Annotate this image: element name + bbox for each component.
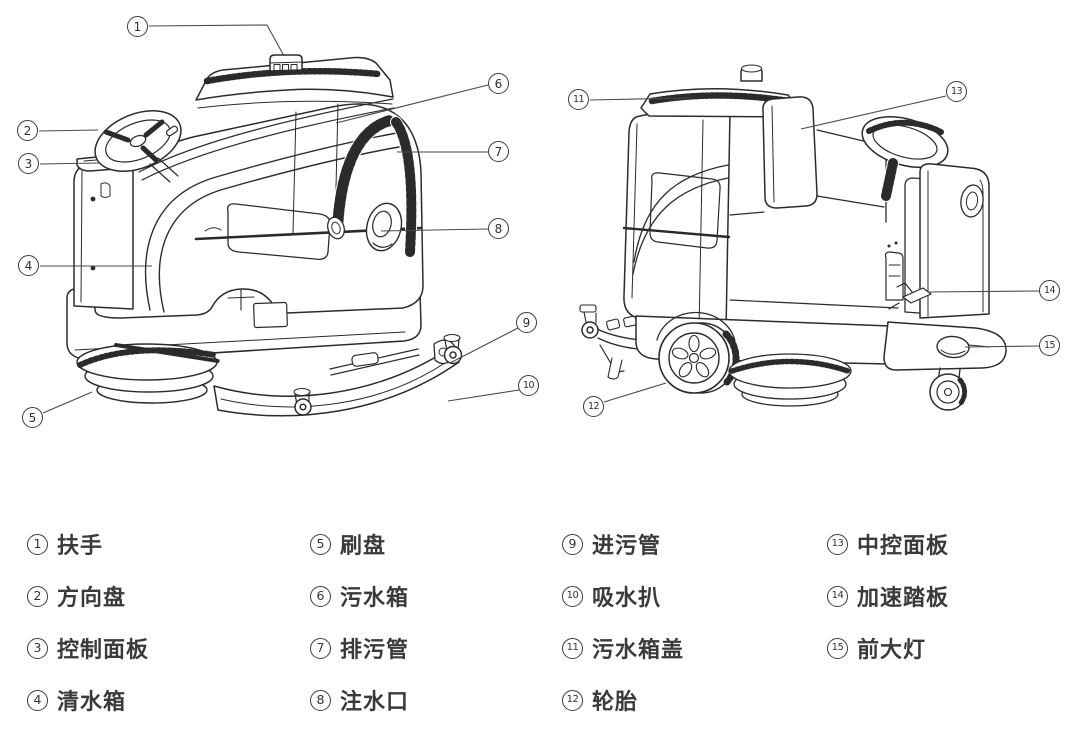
callout-5: 5 [22, 407, 43, 428]
legend-label-9: 进污管 [592, 534, 662, 559]
callout-4: 4 [18, 255, 39, 276]
legend-number-11: 11 [562, 637, 583, 659]
callout-11: 11 [568, 89, 589, 110]
legend-label-15: 前大灯 [857, 638, 927, 663]
callout-12: 12 [583, 396, 604, 417]
legend-label-4: 清水箱 [57, 690, 127, 715]
callout-7: 7 [488, 141, 509, 162]
legend-label-3: 控制面板 [57, 638, 150, 663]
legend-number-5: 5 [310, 533, 331, 555]
legend-label-7: 排污管 [340, 638, 410, 663]
legend-label-11: 污水箱盖 [592, 638, 685, 663]
legend-number-15: 15 [827, 637, 848, 659]
callout-1: 1 [127, 16, 148, 37]
legend-number-12: 12 [562, 689, 583, 711]
legend-item-5: 5 刷盘 [310, 529, 386, 559]
callout-9: 9 [516, 312, 537, 333]
legend-number-8: 8 [310, 689, 331, 711]
legend-item-9: 9 进污管 [562, 529, 661, 559]
legend-number-2: 2 [27, 585, 48, 607]
legend-label-13: 中控面板 [857, 534, 950, 559]
legend-number-10: 10 [562, 585, 583, 607]
machine-views-drawing [38, 24, 1041, 417]
callout-8: 8 [488, 218, 509, 239]
legend-label-5: 刷盘 [340, 534, 387, 559]
legend-number-13: 13 [827, 533, 848, 555]
legend-number-4: 4 [27, 689, 48, 711]
legend-item-13: 13 中控面板 [827, 529, 949, 559]
legend-label-6: 污水箱 [340, 586, 410, 611]
callout-3: 3 [18, 153, 39, 174]
legend-number-3: 3 [27, 637, 48, 659]
legend-number-9: 9 [562, 533, 583, 555]
legend-item-12: 12 轮胎 [562, 685, 638, 715]
legend-item-6: 6 污水箱 [310, 581, 409, 611]
callout-leader-lines [38, 24, 1041, 414]
callout-10: 10 [518, 375, 539, 396]
legend-item-11: 11 污水箱盖 [562, 633, 684, 663]
callout-15: 15 [1039, 335, 1060, 356]
legend-label-1: 扶手 [57, 534, 104, 559]
legend-number-7: 7 [310, 637, 331, 659]
callout-6: 6 [488, 73, 509, 94]
legend-number-1: 1 [27, 533, 48, 555]
legend-item-8: 8 注水口 [310, 685, 409, 715]
legend-label-14: 加速踏板 [857, 586, 950, 611]
legend-number-14: 14 [827, 585, 848, 607]
legend-item-7: 7 排污管 [310, 633, 409, 663]
right-view-drawing [579, 64, 1007, 411]
legend-number-6: 6 [310, 585, 331, 607]
legend-label-10: 吸水扒 [592, 586, 662, 611]
legend-label-12: 轮胎 [592, 690, 639, 715]
legend-label-2: 方向盘 [57, 586, 127, 611]
legend-item-15: 15 前大灯 [827, 633, 926, 663]
left-view-drawing [66, 54, 463, 417]
legend-item-14: 14 加速踏板 [827, 581, 949, 611]
legend-label-8: 注水口 [340, 690, 410, 715]
legend-item-1: 1 扶手 [27, 529, 103, 559]
legend-item-4: 4 清水箱 [27, 685, 126, 715]
callout-14: 14 [1039, 280, 1060, 301]
legend-item-3: 3 控制面板 [27, 633, 149, 663]
legend-item-2: 2 方向盘 [27, 581, 126, 611]
legend-item-10: 10 吸水扒 [562, 581, 661, 611]
callout-13: 13 [946, 81, 967, 102]
callout-2: 2 [17, 120, 38, 141]
